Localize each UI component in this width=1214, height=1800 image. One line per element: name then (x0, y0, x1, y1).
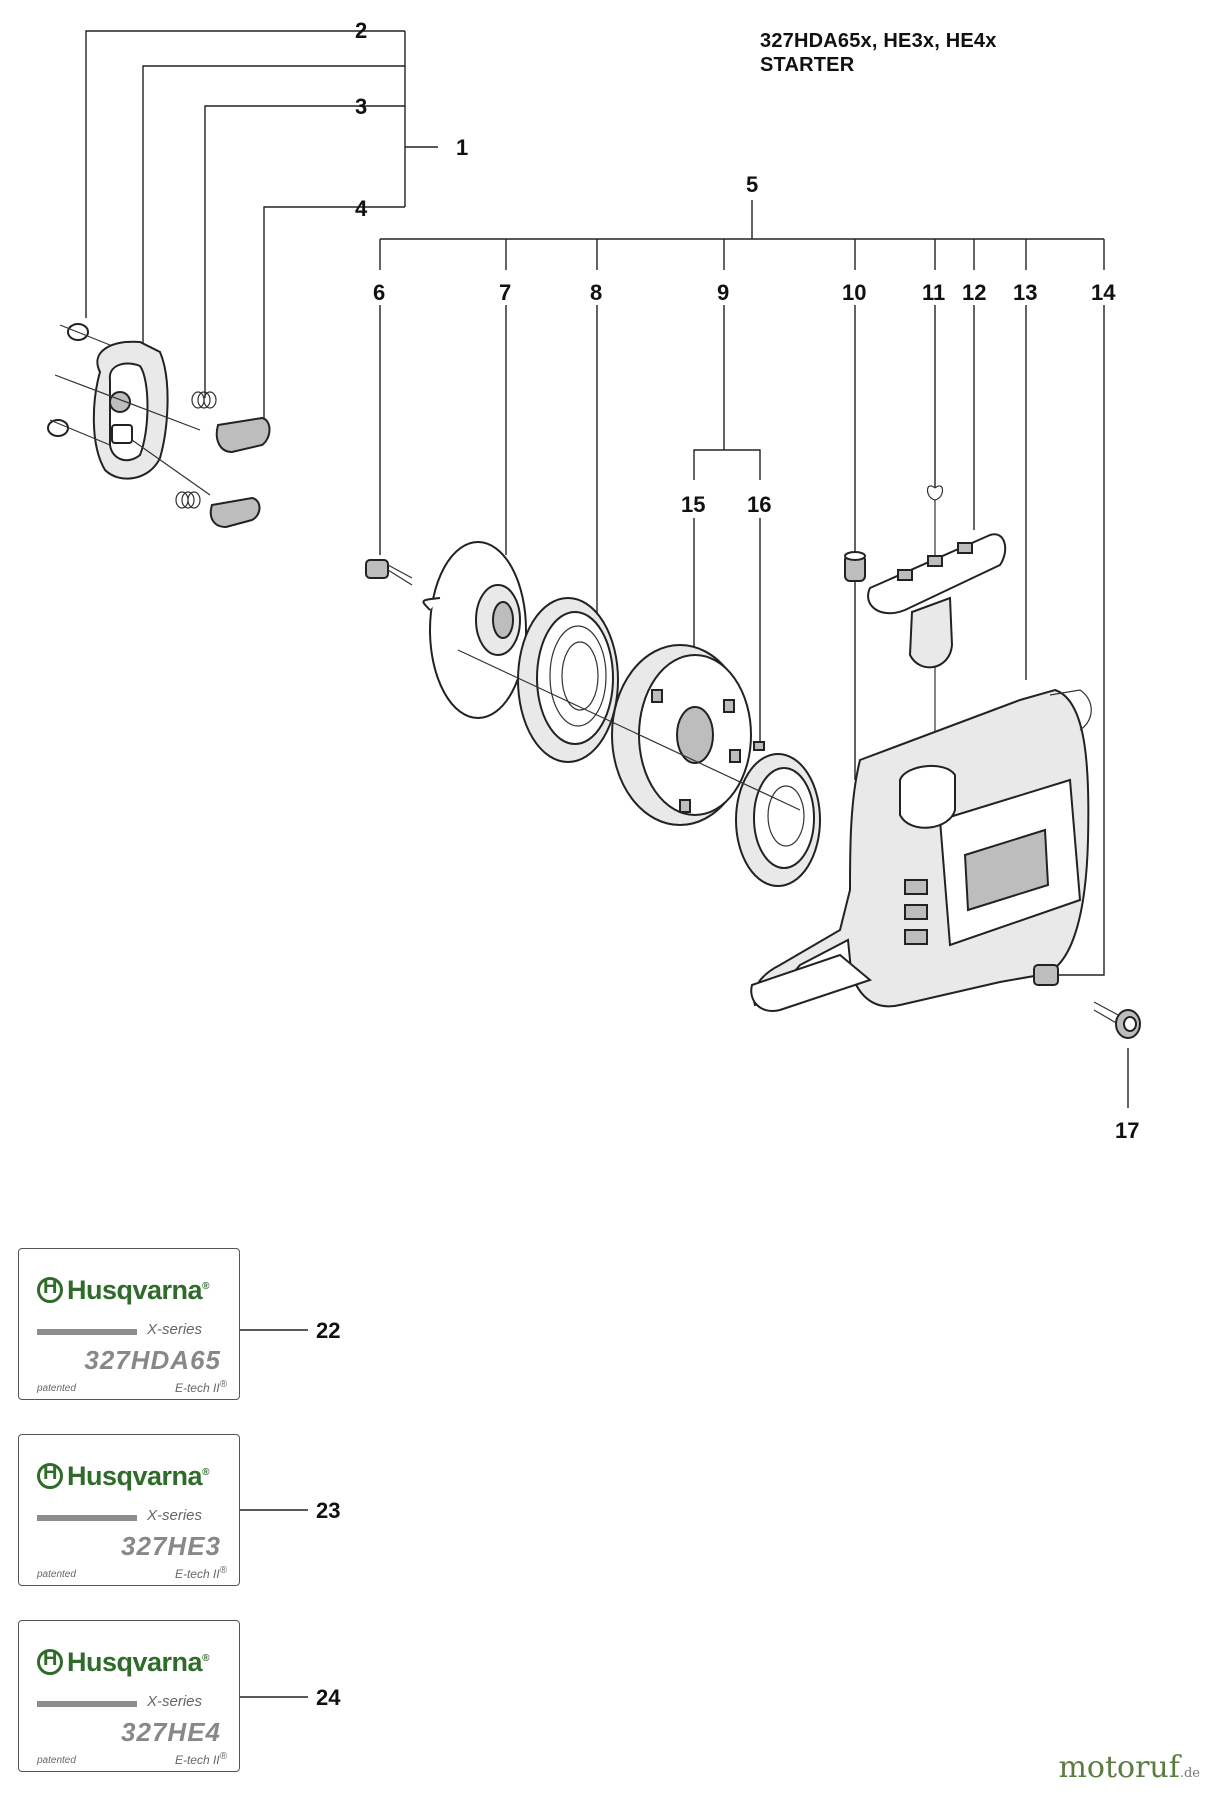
watermark: motoruf.de (1058, 1750, 1200, 1785)
decal-24: Husqvarna® X-series 327HE4 patented E-te… (18, 1620, 240, 1772)
spring-lower (175, 491, 201, 509)
screw-6 (365, 559, 413, 586)
callout-7: 7 (499, 280, 511, 305)
husqvarna-logo-icon (37, 1462, 63, 1489)
diagram-title-models: 327HDA65x, HE3x, HE4x (760, 30, 997, 52)
decal-series: X-series (147, 1321, 203, 1338)
callout-9: 9 (717, 280, 729, 305)
decal-patent: patented (37, 1755, 76, 1766)
decal-series: X-series (147, 1693, 203, 1710)
decal-tech: E-tech II® (174, 1751, 227, 1767)
decal-22: Husqvarna® X-series 327HDA65 patented E-… (18, 1248, 240, 1400)
bushing-10 (844, 551, 866, 582)
husqvarna-logo-icon (37, 1276, 63, 1303)
leader-lines-group-1 (85, 30, 438, 420)
spring-disc (735, 753, 821, 887)
decal-model: 327HDA65 (84, 1345, 221, 1375)
decal-brand: Husqvarna® (37, 1275, 209, 1306)
callout-8: 8 (590, 280, 602, 305)
callout-1: 1 (456, 135, 468, 160)
callout-10: 10 (842, 280, 866, 305)
callout-numbers: 2 3 1 4 5 6 7 8 9 10 11 12 13 14 15 16 1… (316, 18, 1139, 1710)
decal-tech: E-tech II® (174, 1565, 227, 1581)
pawl-carrier-assembly (47, 323, 271, 529)
decal-bar (37, 1329, 137, 1335)
callout-24: 24 (316, 1685, 341, 1710)
callout-15: 15 (681, 492, 705, 517)
callout-6: 6 (373, 280, 385, 305)
starter-housing-13 (750, 688, 1092, 1012)
callout-2: 2 (355, 18, 367, 43)
rope-pulley-15 (611, 644, 752, 826)
decal-model: 327HE3 (121, 1531, 221, 1561)
bolt-17 (1093, 1001, 1141, 1039)
callout-3: 3 (355, 94, 367, 119)
pawl-lower (209, 496, 261, 529)
decal-model: 327HE4 (121, 1717, 221, 1747)
decal-bar (37, 1515, 137, 1521)
callout-22: 22 (316, 1318, 340, 1343)
pawl-upper (215, 416, 271, 454)
callout-11: 11 (922, 280, 945, 305)
leader-lines-group-5 (379, 200, 1129, 1108)
callout-17: 17 (1115, 1118, 1139, 1143)
callout-14: 14 (1091, 280, 1116, 305)
decal-brand: Husqvarna® (37, 1461, 209, 1492)
callout-12: 12 (962, 280, 986, 305)
husqvarna-logo-icon (37, 1648, 63, 1675)
decal-bar (37, 1701, 137, 1707)
spacer-14 (1033, 964, 1059, 986)
decal-tech: E-tech II® (174, 1379, 227, 1395)
key-16 (753, 741, 765, 751)
callout-13: 13 (1013, 280, 1037, 305)
starter-handle-12 (867, 533, 1007, 669)
callout-16: 16 (747, 492, 771, 517)
rewind-spring-8 (517, 597, 619, 763)
callout-5: 5 (746, 172, 758, 197)
spring-upper (191, 391, 217, 409)
decal-23: Husqvarna® X-series 327HE3 patented E-te… (18, 1434, 240, 1586)
leader-lines-decals (240, 1329, 308, 1698)
decal-series: X-series (147, 1507, 203, 1524)
callout-23: 23 (316, 1498, 340, 1523)
decal-patent: patented (37, 1569, 76, 1580)
decal-brand: Husqvarna® (37, 1647, 209, 1678)
diagram-title-section: STARTER (760, 54, 855, 76)
pulley-flange-7 (422, 541, 527, 719)
decal-patent: patented (37, 1383, 76, 1394)
callout-4: 4 (355, 196, 368, 221)
